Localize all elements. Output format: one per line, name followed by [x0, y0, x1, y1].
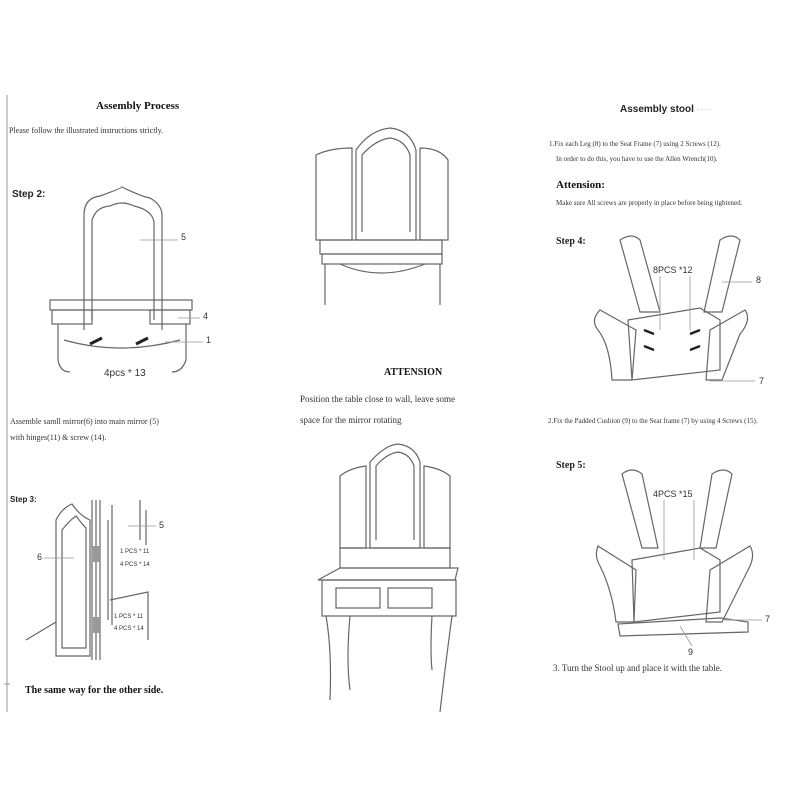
part-1-label: 1: [206, 335, 212, 345]
assembly-process-title: Assembly Process: [96, 100, 180, 112]
hinge-count-top: 1 PCS * 11: [120, 549, 150, 555]
stool-attension-text: Make sure All screws are properly in pla…: [556, 199, 743, 207]
step2-screws-label: 4pcs * 13: [104, 368, 146, 379]
vanity-folded-drawing: [315, 127, 449, 305]
part-5-label: 5: [181, 232, 187, 242]
attension-line-1: Position the table close to wall, leave …: [300, 394, 455, 404]
assembly-stool-title: Assembly stool - - - -: [620, 104, 712, 115]
step5-stool-drawing: [595, 469, 762, 647]
stool-step1-line1: 1.Fix each Leg (8) to the Seat Frame (7)…: [549, 140, 721, 148]
part-8-label: 8: [756, 275, 762, 285]
part-6-label: 6: [37, 552, 43, 562]
stool-attension-title: Attension:: [556, 179, 605, 191]
part-9-label: 9: [688, 647, 694, 657]
step3-hinge-drawing: [25, 500, 156, 660]
step3-text-2: with hinges(11) & screw (14).: [10, 433, 107, 442]
attension-line-2: space for the mirror rotating: [300, 415, 402, 425]
step4-screws-label: 8PCS *12: [653, 265, 693, 275]
part-7-label-step4: 7: [759, 376, 765, 386]
step3-label: Step 3:: [10, 495, 37, 504]
stool-step1-line2: In order to do this, you have to use the…: [556, 155, 718, 163]
stool-step3-line: 3. Turn the Stool up and place it with t…: [553, 663, 722, 673]
step4-label: Step 4:: [556, 236, 586, 247]
part-7-label-step5: 7: [765, 614, 771, 624]
step5-screws-label: 4PCS *15: [653, 489, 693, 499]
step2-mirror-drawing: [49, 186, 203, 373]
intro-text: Please follow the illustrated instructio…: [9, 126, 164, 135]
part-4-label: 4: [203, 311, 209, 321]
stool-step2-line: 2.Fix the Padded Cushion (9) to the Seat…: [548, 417, 758, 425]
step4-stool-drawing: [593, 235, 755, 382]
screw-count-top: 4 PCS * 14: [120, 562, 150, 568]
step5-label: Step 5:: [556, 460, 586, 471]
step2-label: Step 2:: [12, 189, 46, 200]
title-suffix: - - - -: [696, 107, 712, 114]
attension-title: ATTENSION: [384, 367, 443, 378]
part-5-label-step3: 5: [159, 520, 165, 530]
step3-text-1: Assemble samll mirror(6) into main mirro…: [10, 417, 159, 426]
hinge-count-bottom: 1 PCS * 11: [114, 614, 144, 620]
assembly-stool-title-text: Assembly stool: [620, 104, 694, 115]
vanity-open-drawing: [317, 443, 459, 713]
other-side-note: The same way for the other side.: [25, 685, 164, 696]
screw-count-bottom: 4 PCS * 14: [114, 626, 144, 632]
